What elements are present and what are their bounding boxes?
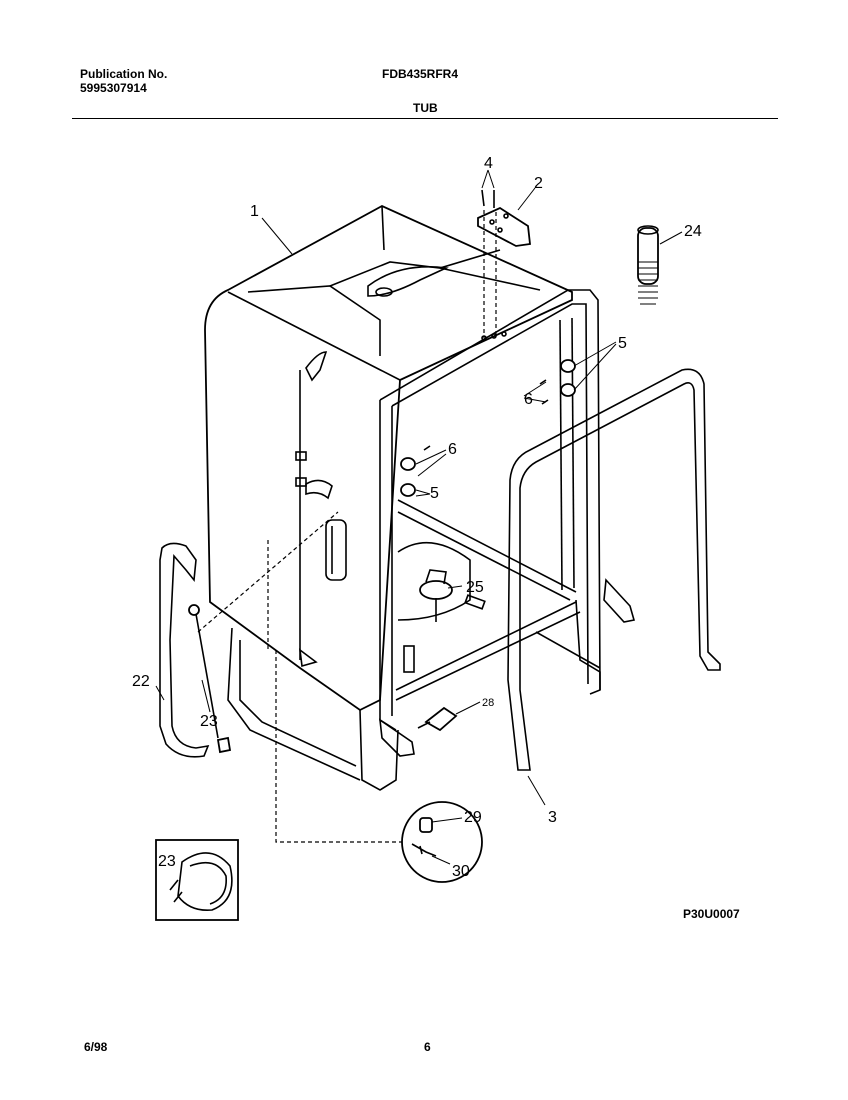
tub-front-frame: [379, 289, 601, 731]
callout-leaders: [155, 169, 683, 865]
sump-assembly: [397, 541, 486, 673]
hinge-bearings: [400, 359, 576, 497]
callout-25: 25: [466, 579, 484, 596]
callout-23a: 23: [200, 713, 218, 730]
callout-5b: 5: [430, 485, 439, 502]
callout-6b: 6: [448, 441, 457, 458]
callout-2: 2: [534, 175, 543, 192]
callout-6a: 6: [524, 391, 533, 408]
drain-hose: [159, 542, 232, 758]
detail-circle: [401, 801, 483, 883]
callout-29: 29: [464, 809, 482, 826]
callout-3: 3: [548, 809, 557, 826]
callout-22: 22: [132, 673, 150, 690]
callout-1: 1: [250, 203, 259, 220]
door-gasket: [507, 368, 721, 771]
tub-body: [204, 204, 573, 712]
callout-5a: 5: [618, 335, 627, 352]
publication-number: 5995307914: [80, 81, 147, 95]
leader-dashed-3: [275, 650, 412, 843]
callout-labels: 1 2 3 4 5 5 6 6 22 23 23 24 25 28 29 30: [132, 155, 702, 880]
vent-tube: [637, 225, 659, 305]
callout-24: 24: [684, 223, 702, 240]
callout-28: 28: [482, 697, 494, 709]
footer-page-number: 6: [424, 1040, 431, 1054]
callout-23b: 23: [158, 853, 176, 870]
clamp-detail-box: [155, 839, 239, 921]
drawing-reference-code: P30U0007: [683, 907, 740, 921]
callout-30: 30: [452, 863, 470, 880]
tub-base: [227, 578, 636, 791]
section-title: TUB: [413, 101, 438, 115]
top-bracket: [477, 189, 531, 341]
part-28: [417, 706, 458, 732]
footer-date: 6/98: [84, 1040, 108, 1054]
model-number: FDB435RFR4: [382, 67, 459, 81]
publication-label: Publication No.: [80, 67, 168, 81]
callout-4: 4: [484, 155, 493, 172]
header-rule: [72, 118, 778, 119]
